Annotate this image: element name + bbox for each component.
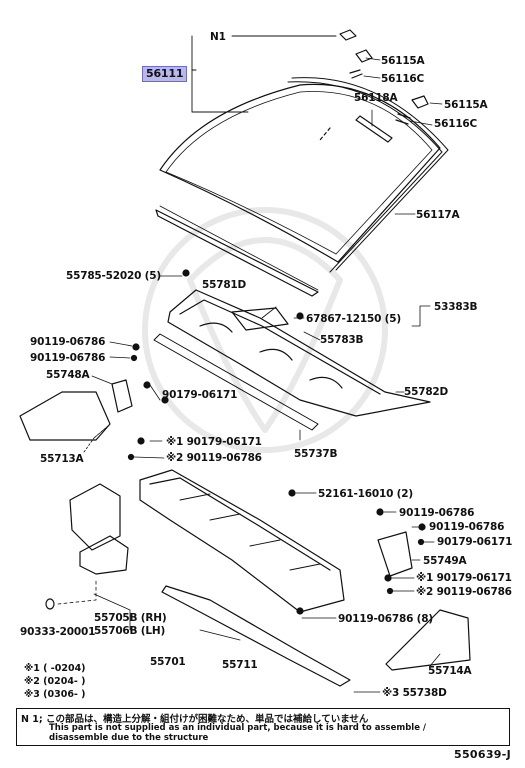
leaders: [57, 275, 441, 693]
part-label-90179-b[interactable]: 90179-06171: [437, 536, 513, 548]
part-label-55783b[interactable]: 55783B: [320, 334, 364, 346]
part-label-56115a-top[interactable]: 56115A: [381, 55, 425, 67]
leaders-upper: [363, 57, 443, 215]
legend-note-1: ※1 ( -0204): [24, 663, 86, 674]
bracket-55748a: [111, 379, 133, 413]
part-label-53383b[interactable]: 53383B: [434, 301, 478, 313]
clips: [339, 29, 429, 125]
part-label-55706b[interactable]: 55706B (LH): [94, 625, 166, 637]
watermark-emblem: [142, 207, 388, 453]
part-label-52161[interactable]: 52161-16010 (2): [318, 488, 413, 500]
part-label-90179-a[interactable]: 90179-06171: [162, 389, 238, 401]
part-label-55748a[interactable]: 55748A: [46, 369, 90, 381]
part-label-55714a[interactable]: 55714A: [428, 665, 472, 677]
cowl-panel: [139, 469, 345, 613]
note-japanese: N 1; この部品は、構造上分解・組付けが困難なため、単品では補給していません: [21, 714, 369, 725]
part-label-55749a[interactable]: 55749A: [423, 555, 467, 567]
note-english-1: This part is not supplied as an individu…: [49, 723, 427, 733]
bracket-55749a: [377, 531, 413, 577]
part-label-90119-c[interactable]: 90119-06786: [399, 507, 475, 519]
windshield-glass: [159, 83, 441, 263]
lower-cowl-panel: [161, 585, 351, 687]
part-label-90119-s2b[interactable]: ※2 90119-06786: [416, 586, 512, 598]
figure-code: 550639-J: [454, 748, 511, 761]
grommet: [45, 598, 55, 610]
part-label-55737b[interactable]: 55737B: [294, 448, 338, 460]
part-label-90119-e[interactable]: 90119-06786 (8): [338, 613, 433, 625]
cowl-louver: [167, 289, 431, 417]
part-label-55738d[interactable]: ※3 55738D: [382, 687, 447, 699]
part-label-67867[interactable]: 67867-12150 (5): [306, 313, 401, 325]
side-moulding-strip: [155, 209, 319, 297]
part-label-90119-s2[interactable]: ※2 90119-06786: [166, 452, 262, 464]
part-label-55701[interactable]: 55701: [150, 656, 186, 668]
part-label-90179-s1[interactable]: ※1 90179-06171: [166, 436, 262, 448]
part-label-90119-a[interactable]: 90119-06786: [30, 336, 106, 348]
part-label-56111[interactable]: 56111: [142, 66, 188, 82]
part-label-90179-s1b[interactable]: ※1 90179-06171: [416, 572, 512, 584]
part-label-90333[interactable]: 90333-20001: [20, 626, 96, 638]
brace-55706b: [79, 535, 129, 575]
brace-55705b: [69, 483, 121, 551]
upper-moulding: [287, 77, 449, 273]
part-label-56116c[interactable]: 56116C: [434, 118, 478, 130]
part-label-55782d[interactable]: 55782D: [404, 386, 449, 398]
part-label-56116c-top[interactable]: 56116C: [381, 73, 425, 85]
part-label-56118a[interactable]: 56118A: [354, 92, 398, 104]
side-bracket-rh: [385, 609, 471, 671]
part-label-55705b[interactable]: 55705B (RH): [94, 612, 167, 624]
part-label-55785[interactable]: 55785-52020 (5): [66, 270, 161, 282]
part-label-56115a[interactable]: 56115A: [444, 99, 488, 111]
n1-leader: [191, 35, 337, 113]
part-label-90119-d[interactable]: 90119-06786: [429, 521, 505, 533]
supply-note-box: N 1; この部品は、構造上分解・組付けが困難なため、単品では補給していません …: [16, 708, 510, 746]
moulding-strip-56118a: [355, 115, 393, 143]
part-label-55781d[interactable]: 55781D: [202, 279, 247, 291]
part-label-55711[interactable]: 55711: [222, 659, 258, 671]
legend-note-3: ※3 (0306- ): [24, 689, 86, 700]
note-english-2: disassemble due to the structure: [49, 733, 209, 743]
n1-label: N1: [210, 31, 226, 43]
cowl-seal: [153, 333, 319, 431]
legend-note-2: ※2 (0204- ): [24, 676, 86, 687]
part-label-55713a[interactable]: 55713A: [40, 453, 84, 465]
side-bracket-lh: [19, 391, 111, 441]
part-label-56117a[interactable]: 56117A: [416, 209, 460, 221]
bolts: [127, 269, 426, 615]
part-label-90119-b[interactable]: 90119-06786: [30, 352, 106, 364]
